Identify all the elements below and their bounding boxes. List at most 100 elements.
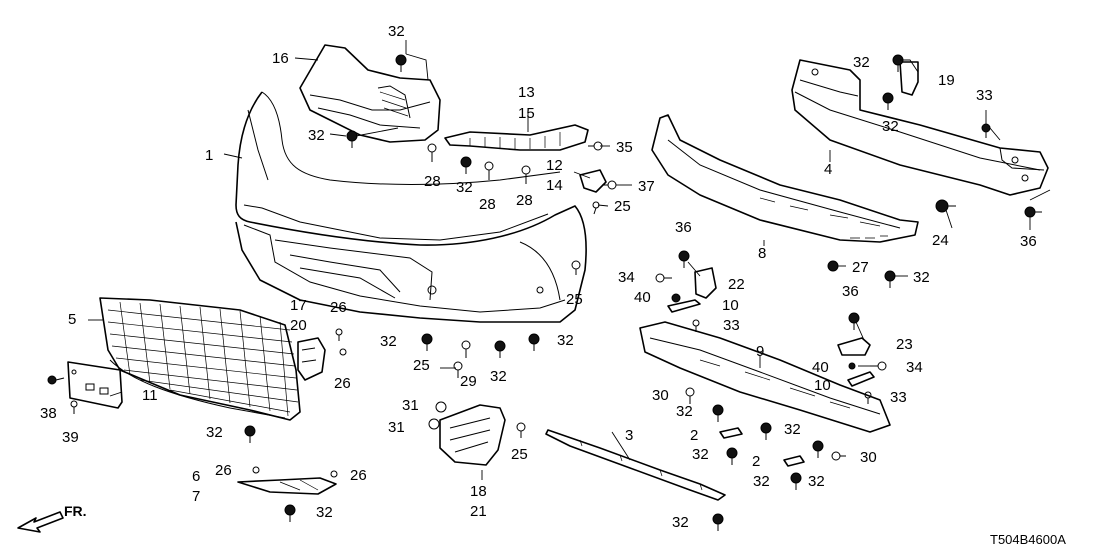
callout-32: 32 <box>853 54 870 71</box>
callout-36: 36 <box>842 283 859 300</box>
small-bracket-10-lower <box>847 371 875 387</box>
callout-32: 32 <box>753 473 770 490</box>
callout-25: 25 <box>511 446 528 463</box>
callout-18: 18 <box>470 483 487 500</box>
callout-37: 37 <box>638 178 655 195</box>
callout-33: 33 <box>890 389 907 406</box>
clip-icon <box>760 422 772 440</box>
callout-28: 28 <box>479 196 496 213</box>
bolt-icon <box>848 312 860 330</box>
leader-lines <box>88 40 1051 480</box>
bolt-icon <box>427 143 437 162</box>
diagram-code: T504B4600A <box>990 532 1066 547</box>
callout-2: 2 <box>752 453 760 470</box>
callout-36: 36 <box>1020 233 1037 250</box>
callout-23: 23 <box>896 336 913 353</box>
bolt-icon <box>935 199 956 213</box>
bolt-icon <box>981 123 991 138</box>
callout-32: 32 <box>206 424 223 441</box>
callout-25: 25 <box>614 198 631 215</box>
bolt-icon <box>571 260 581 275</box>
bolt-icon <box>831 451 846 461</box>
bolt-icon <box>692 319 700 332</box>
callout-29: 29 <box>460 373 477 390</box>
callout-32: 32 <box>692 446 709 463</box>
callout-19: 19 <box>938 72 955 89</box>
small-bracket-23 <box>837 337 871 356</box>
clip-icon <box>726 447 738 465</box>
callout-31: 31 <box>388 419 405 436</box>
callout-labels: 1 2 2 3 4 5 6 7 8 9 10 10 11 12 13 14 15… <box>40 23 1037 531</box>
callout-25: 25 <box>566 291 583 308</box>
callout-32: 32 <box>784 421 801 438</box>
clip-icon <box>346 130 358 148</box>
bolt-icon <box>484 161 494 180</box>
license-plate-bracket <box>67 361 123 409</box>
callout-32: 32 <box>808 473 825 490</box>
bolt-icon <box>864 391 872 404</box>
bolt-icon <box>339 348 347 356</box>
fasteners <box>47 54 1042 531</box>
clip-icon <box>790 472 802 490</box>
callout-6: 6 <box>192 468 200 485</box>
callout-40: 40 <box>634 289 651 306</box>
bolt-icon <box>655 273 672 283</box>
beam-bracket <box>899 61 919 96</box>
clip-icon <box>528 333 540 351</box>
fog-garnish <box>237 477 337 495</box>
callout-17: 17 <box>290 297 307 314</box>
bolt-icon <box>330 470 338 478</box>
clip-icon <box>494 340 506 358</box>
callout-21: 21 <box>470 503 487 520</box>
bolt-icon <box>592 201 600 215</box>
small-bracket-22 <box>694 267 717 299</box>
callout-32: 32 <box>913 269 930 286</box>
callout-33: 33 <box>976 87 993 104</box>
bolt-icon <box>428 418 440 430</box>
clip-icon <box>884 270 896 288</box>
small-bracket-2-lower <box>783 455 805 467</box>
callout-7: 7 <box>192 488 200 505</box>
bolt-icon <box>588 141 603 151</box>
bumper-beam <box>791 59 1049 196</box>
front-direction-label: FR. <box>64 503 87 519</box>
callout-34: 34 <box>618 269 635 286</box>
callout-31: 31 <box>402 397 419 414</box>
callout-9: 9 <box>756 343 764 360</box>
callout-10: 10 <box>722 297 739 314</box>
callout-35: 35 <box>616 139 633 156</box>
callout-25: 25 <box>413 357 430 374</box>
bolt-icon <box>685 387 695 404</box>
callout-5: 5 <box>68 311 76 328</box>
callout-10: 10 <box>814 377 831 394</box>
bolt-icon <box>827 260 839 272</box>
front-direction-arrow: FR. <box>17 503 87 533</box>
callout-34: 34 <box>906 359 923 376</box>
callout-4: 4 <box>824 161 832 178</box>
bolt-icon <box>848 362 856 370</box>
callout-26: 26 <box>330 299 347 316</box>
callout-32: 32 <box>380 333 397 350</box>
callout-32: 32 <box>308 127 325 144</box>
bolt-icon <box>870 361 887 371</box>
callout-26: 26 <box>350 467 367 484</box>
callout-32: 32 <box>388 23 405 40</box>
callout-8: 8 <box>758 245 766 262</box>
callout-3: 3 <box>625 427 633 444</box>
bolt-icon <box>70 400 78 414</box>
clip-icon <box>284 504 296 522</box>
bolt-icon <box>453 361 463 378</box>
clip-icon <box>882 92 894 110</box>
bolt-icon <box>335 328 343 341</box>
callout-32: 32 <box>316 504 333 521</box>
callout-26: 26 <box>215 462 232 479</box>
callout-14: 14 <box>546 177 563 194</box>
bolt-icon <box>435 401 447 413</box>
callout-30: 30 <box>860 449 877 466</box>
callout-22: 22 <box>728 276 745 293</box>
callout-2: 2 <box>690 427 698 444</box>
callout-26: 26 <box>334 375 351 392</box>
bolt-icon <box>516 422 526 438</box>
callout-13: 13 <box>518 84 535 101</box>
